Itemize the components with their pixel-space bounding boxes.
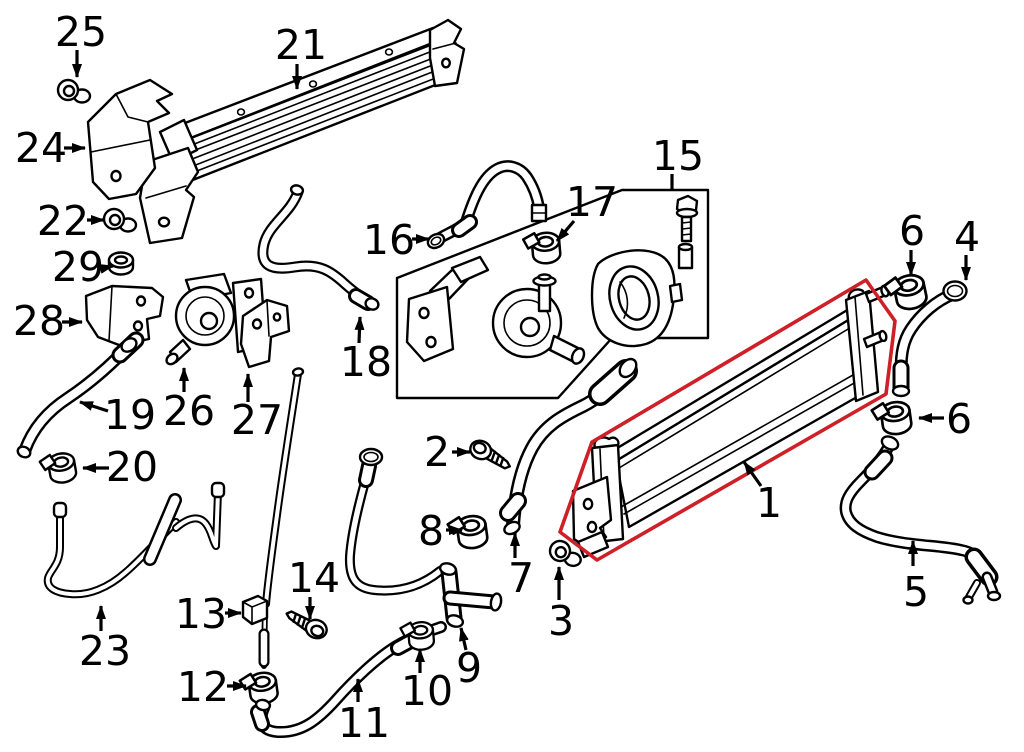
callout-26[interactable]: 26 bbox=[163, 367, 215, 435]
part-15-pump-kit-group bbox=[395, 188, 710, 400]
part-number-22[interactable]: 22 bbox=[37, 197, 89, 245]
part-number-27[interactable]: 27 bbox=[231, 396, 283, 444]
callout-16[interactable]: 16 bbox=[363, 216, 430, 264]
callout-10[interactable]: 10 bbox=[401, 648, 453, 715]
part-number-20[interactable]: 20 bbox=[106, 443, 158, 491]
callout-15[interactable]: 15 bbox=[652, 132, 704, 189]
callout-28[interactable]: 28 bbox=[13, 297, 83, 345]
part-number-2[interactable]: 2 bbox=[424, 428, 450, 476]
part-number-10[interactable]: 10 bbox=[401, 667, 453, 715]
callout-leader-17 bbox=[555, 219, 576, 243]
part-number-23[interactable]: 23 bbox=[79, 627, 131, 675]
part-27-bracket bbox=[239, 298, 291, 369]
callout-4[interactable]: 4 bbox=[954, 213, 980, 281]
callout-leader-19 bbox=[79, 400, 109, 413]
part-number-14[interactable]: 14 bbox=[288, 554, 340, 602]
part-11-hose bbox=[255, 627, 441, 732]
part-number-6[interactable]: 6 bbox=[946, 395, 972, 443]
part-number-15[interactable]: 15 bbox=[652, 132, 704, 180]
part-4-hose bbox=[891, 280, 968, 398]
part-16-hose bbox=[426, 166, 548, 250]
part-19-hose bbox=[16, 331, 145, 459]
callout-20[interactable]: 20 bbox=[82, 443, 158, 491]
part-13-clip bbox=[241, 594, 269, 626]
callout-22[interactable]: 22 bbox=[37, 197, 105, 245]
part-number-11[interactable]: 11 bbox=[338, 699, 390, 747]
part-number-8[interactable]: 8 bbox=[418, 507, 444, 555]
part-number-1[interactable]: 1 bbox=[756, 479, 782, 527]
part-28-bracket bbox=[84, 284, 165, 347]
callout-29[interactable]: 29 bbox=[52, 243, 114, 291]
callout-11[interactable]: 11 bbox=[338, 678, 390, 747]
part-number-3[interactable]: 3 bbox=[548, 597, 574, 645]
callout-leader-1 bbox=[742, 461, 763, 487]
callout-14[interactable]: 14 bbox=[288, 554, 340, 620]
part-number-12[interactable]: 12 bbox=[177, 663, 229, 711]
highlight-outline bbox=[558, 278, 897, 562]
part-14-bolt bbox=[280, 609, 331, 643]
part-number-7[interactable]: 7 bbox=[508, 554, 534, 602]
part-18-hose bbox=[263, 184, 380, 311]
part-number-16[interactable]: 16 bbox=[363, 216, 415, 264]
part-number-4[interactable]: 4 bbox=[954, 213, 980, 261]
callout-1[interactable]: 1 bbox=[742, 461, 782, 527]
coolant-hose-b bbox=[350, 447, 440, 591]
callout-6[interactable]: 6 bbox=[918, 395, 972, 443]
callout-9[interactable]: 9 bbox=[456, 627, 482, 692]
callout-18[interactable]: 18 bbox=[340, 316, 392, 386]
part-number-21[interactable]: 21 bbox=[275, 21, 327, 69]
part-number-17[interactable]: 17 bbox=[566, 178, 618, 226]
callout-3[interactable]: 3 bbox=[548, 566, 574, 645]
callout-21[interactable]: 21 bbox=[275, 21, 327, 90]
callouts: 1234566789101112131415161718192021222324… bbox=[13, 8, 980, 747]
callout-2[interactable]: 2 bbox=[424, 428, 471, 476]
callout-6[interactable]: 6 bbox=[899, 207, 925, 276]
part-number-9[interactable]: 9 bbox=[456, 644, 482, 692]
part-number-28[interactable]: 28 bbox=[13, 297, 65, 345]
callout-24[interactable]: 24 bbox=[15, 124, 86, 172]
part-22-grommet bbox=[102, 207, 138, 233]
callout-7[interactable]: 7 bbox=[508, 532, 534, 602]
part-5-hose bbox=[846, 435, 1002, 605]
callout-27[interactable]: 27 bbox=[231, 373, 283, 444]
callout-12[interactable]: 12 bbox=[177, 663, 247, 711]
callout-17[interactable]: 17 bbox=[555, 178, 618, 243]
coolant-hose-a bbox=[264, 367, 305, 666]
callout-13[interactable]: 13 bbox=[175, 590, 242, 638]
part-8-clamp bbox=[445, 512, 490, 553]
part-6-clamp-lower bbox=[869, 398, 914, 439]
part-number-19[interactable]: 19 bbox=[104, 391, 156, 439]
part-number-18[interactable]: 18 bbox=[340, 338, 392, 386]
part-number-6[interactable]: 6 bbox=[899, 207, 925, 255]
part-1-radiator[interactable] bbox=[571, 284, 890, 559]
part-number-13[interactable]: 13 bbox=[175, 590, 227, 638]
callout-leader-29 bbox=[99, 264, 114, 274]
callout-5[interactable]: 5 bbox=[903, 540, 929, 616]
part-number-24[interactable]: 24 bbox=[15, 124, 67, 172]
callout-leader-18 bbox=[354, 316, 365, 344]
part-29-nut bbox=[107, 251, 135, 276]
part-number-25[interactable]: 25 bbox=[55, 8, 107, 56]
part-20-clamp bbox=[37, 449, 79, 488]
callout-23[interactable]: 23 bbox=[79, 605, 131, 675]
part-9-tee-fitting bbox=[438, 562, 503, 628]
callout-19[interactable]: 19 bbox=[79, 391, 156, 439]
part-number-5[interactable]: 5 bbox=[903, 568, 929, 616]
part-21-transmission-cooler bbox=[138, 18, 466, 245]
part-25-grommet bbox=[56, 78, 92, 104]
part-2-bolt bbox=[466, 436, 516, 471]
part-number-29[interactable]: 29 bbox=[52, 243, 104, 291]
callout-8[interactable]: 8 bbox=[418, 507, 463, 555]
part-24-bracket bbox=[86, 78, 174, 201]
callout-25[interactable]: 25 bbox=[55, 8, 107, 78]
callout-leader-9 bbox=[459, 627, 469, 651]
part-23-tube-assembly bbox=[48, 481, 226, 594]
part-number-26[interactable]: 26 bbox=[163, 387, 215, 435]
